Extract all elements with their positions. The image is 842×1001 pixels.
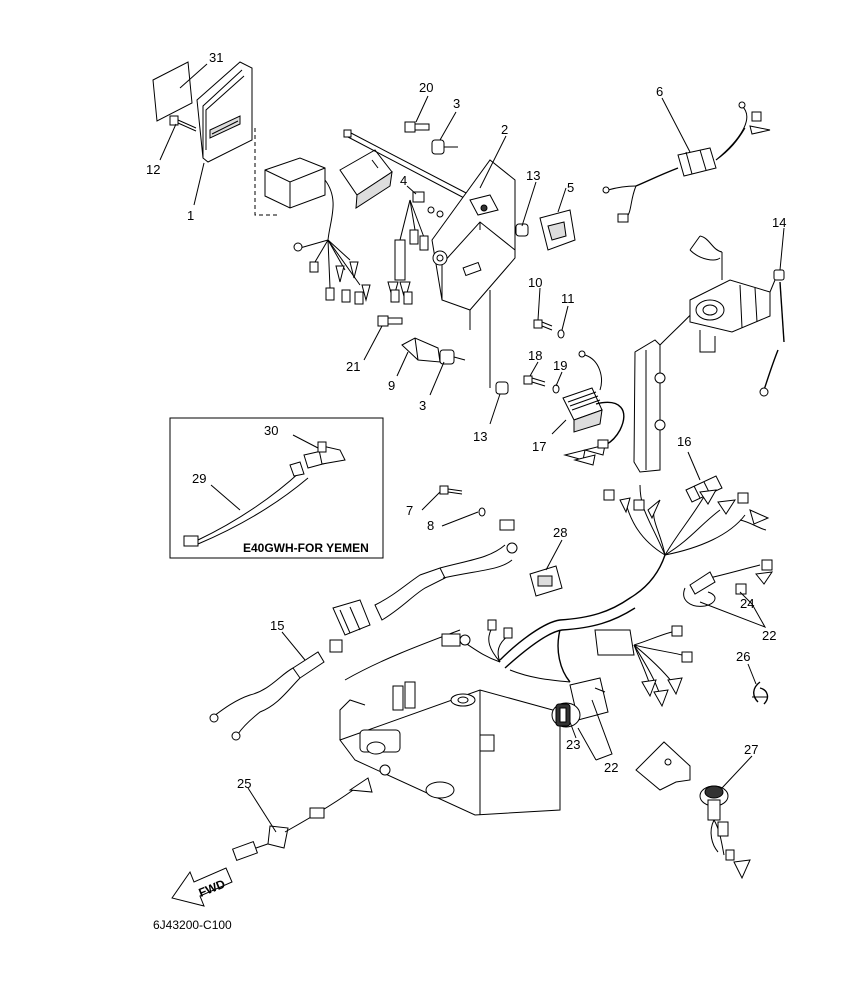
part-5-grommet bbox=[539, 209, 576, 251]
callout-30: 30 bbox=[264, 423, 278, 438]
main-harness-part-15 bbox=[209, 519, 518, 741]
callout-23: 23 bbox=[566, 737, 580, 752]
mid-terminal-cluster bbox=[387, 199, 429, 305]
part-23-switch bbox=[551, 677, 609, 728]
part-2-bracket bbox=[431, 159, 516, 330]
callout-14: 14 bbox=[772, 215, 786, 230]
callout-15: 15 bbox=[270, 618, 284, 633]
callout-11: 11 bbox=[561, 291, 575, 306]
part-7-bolt bbox=[439, 485, 463, 495]
part-13-collar-bottom bbox=[495, 381, 509, 395]
part-29-lead bbox=[183, 471, 309, 547]
callout-31: 31 bbox=[209, 50, 223, 65]
callout-21: 21 bbox=[346, 359, 360, 374]
part-19-washer bbox=[552, 384, 560, 394]
callout-leaders bbox=[159, 63, 785, 833]
callout-29: 29 bbox=[192, 471, 206, 486]
part-30-terminal bbox=[289, 441, 346, 477]
cdi-unit-outline bbox=[254, 128, 326, 216]
part-14-starter-motor bbox=[689, 269, 785, 397]
part-3-collar-bottom bbox=[439, 349, 466, 365]
engine-block-side bbox=[633, 235, 723, 473]
ignition-coil bbox=[339, 149, 393, 209]
callout-2: 2 bbox=[501, 122, 508, 137]
part-6-wiring-lead bbox=[602, 101, 771, 223]
part-26-clip bbox=[752, 681, 769, 705]
part-31-label-plate bbox=[152, 61, 193, 122]
part-17-rectifier bbox=[562, 350, 625, 466]
callout-13-bottom: 13 bbox=[473, 429, 487, 444]
part-18-bolt bbox=[523, 375, 546, 387]
part-21-bolt bbox=[377, 315, 403, 327]
part-9-bracket bbox=[401, 337, 441, 363]
callout-20: 20 bbox=[419, 80, 433, 95]
bracket-leader-lines bbox=[469, 290, 491, 388]
callout-25: 25 bbox=[237, 776, 251, 791]
inset-box-e40gwh bbox=[169, 417, 384, 559]
callout-16: 16 bbox=[677, 434, 691, 449]
callout-3-top: 3 bbox=[453, 96, 460, 111]
part-3-collar-top bbox=[431, 139, 458, 155]
callout-27: 27 bbox=[744, 742, 758, 757]
part-8-washer bbox=[478, 507, 486, 517]
callout-4: 4 bbox=[400, 173, 407, 188]
callout-5: 5 bbox=[567, 180, 574, 195]
part-13-collar-top bbox=[515, 223, 529, 237]
part-10-bolt bbox=[533, 319, 553, 331]
inset-caption: E40GWH-FOR YEMEN bbox=[243, 541, 369, 555]
callout-12: 12 bbox=[146, 162, 160, 177]
part-4-grommet bbox=[412, 191, 444, 218]
part-11-washer bbox=[557, 329, 565, 339]
callout-8: 8 bbox=[427, 518, 434, 533]
callout-26: 26 bbox=[736, 649, 750, 664]
left-terminal-cluster bbox=[293, 179, 371, 305]
callout-6: 6 bbox=[656, 84, 663, 99]
callout-19: 19 bbox=[553, 358, 567, 373]
drawing-number: 6J43200-C100 bbox=[153, 918, 232, 932]
fwd-arrow-icon: FWD bbox=[171, 867, 233, 907]
callout-17: 17 bbox=[532, 439, 546, 454]
callout-28: 28 bbox=[553, 525, 567, 540]
callout-1: 1 bbox=[187, 208, 194, 223]
part-25-cable bbox=[231, 764, 391, 862]
coil-mount-bolt bbox=[343, 129, 471, 201]
callout-3-bottom: 3 bbox=[419, 398, 426, 413]
callout-18: 18 bbox=[528, 348, 542, 363]
right-harness-lower-branch bbox=[557, 625, 693, 708]
callout-7: 7 bbox=[406, 503, 413, 518]
part-12-screw bbox=[169, 115, 197, 132]
callout-22-right: 22 bbox=[762, 628, 776, 643]
callout-10: 10 bbox=[528, 275, 542, 290]
part-20-bolt bbox=[404, 121, 430, 133]
part-1-cover bbox=[196, 61, 253, 163]
callout-22-bottom: 22 bbox=[604, 760, 618, 775]
callout-13-top: 13 bbox=[526, 168, 540, 183]
left-connector-cluster bbox=[441, 619, 571, 683]
part-27-bracket bbox=[635, 741, 691, 791]
engine-block-bottom bbox=[339, 629, 561, 816]
right-harness-part-22 bbox=[499, 484, 774, 669]
callout-9: 9 bbox=[388, 378, 395, 393]
callout-24: 24 bbox=[740, 596, 754, 611]
part-27-switch bbox=[699, 785, 751, 880]
callout-numbers: 31 12 1 20 3 2 13 5 4 6 14 10 11 18 19 2… bbox=[146, 50, 786, 791]
part-28-holder bbox=[529, 565, 563, 597]
